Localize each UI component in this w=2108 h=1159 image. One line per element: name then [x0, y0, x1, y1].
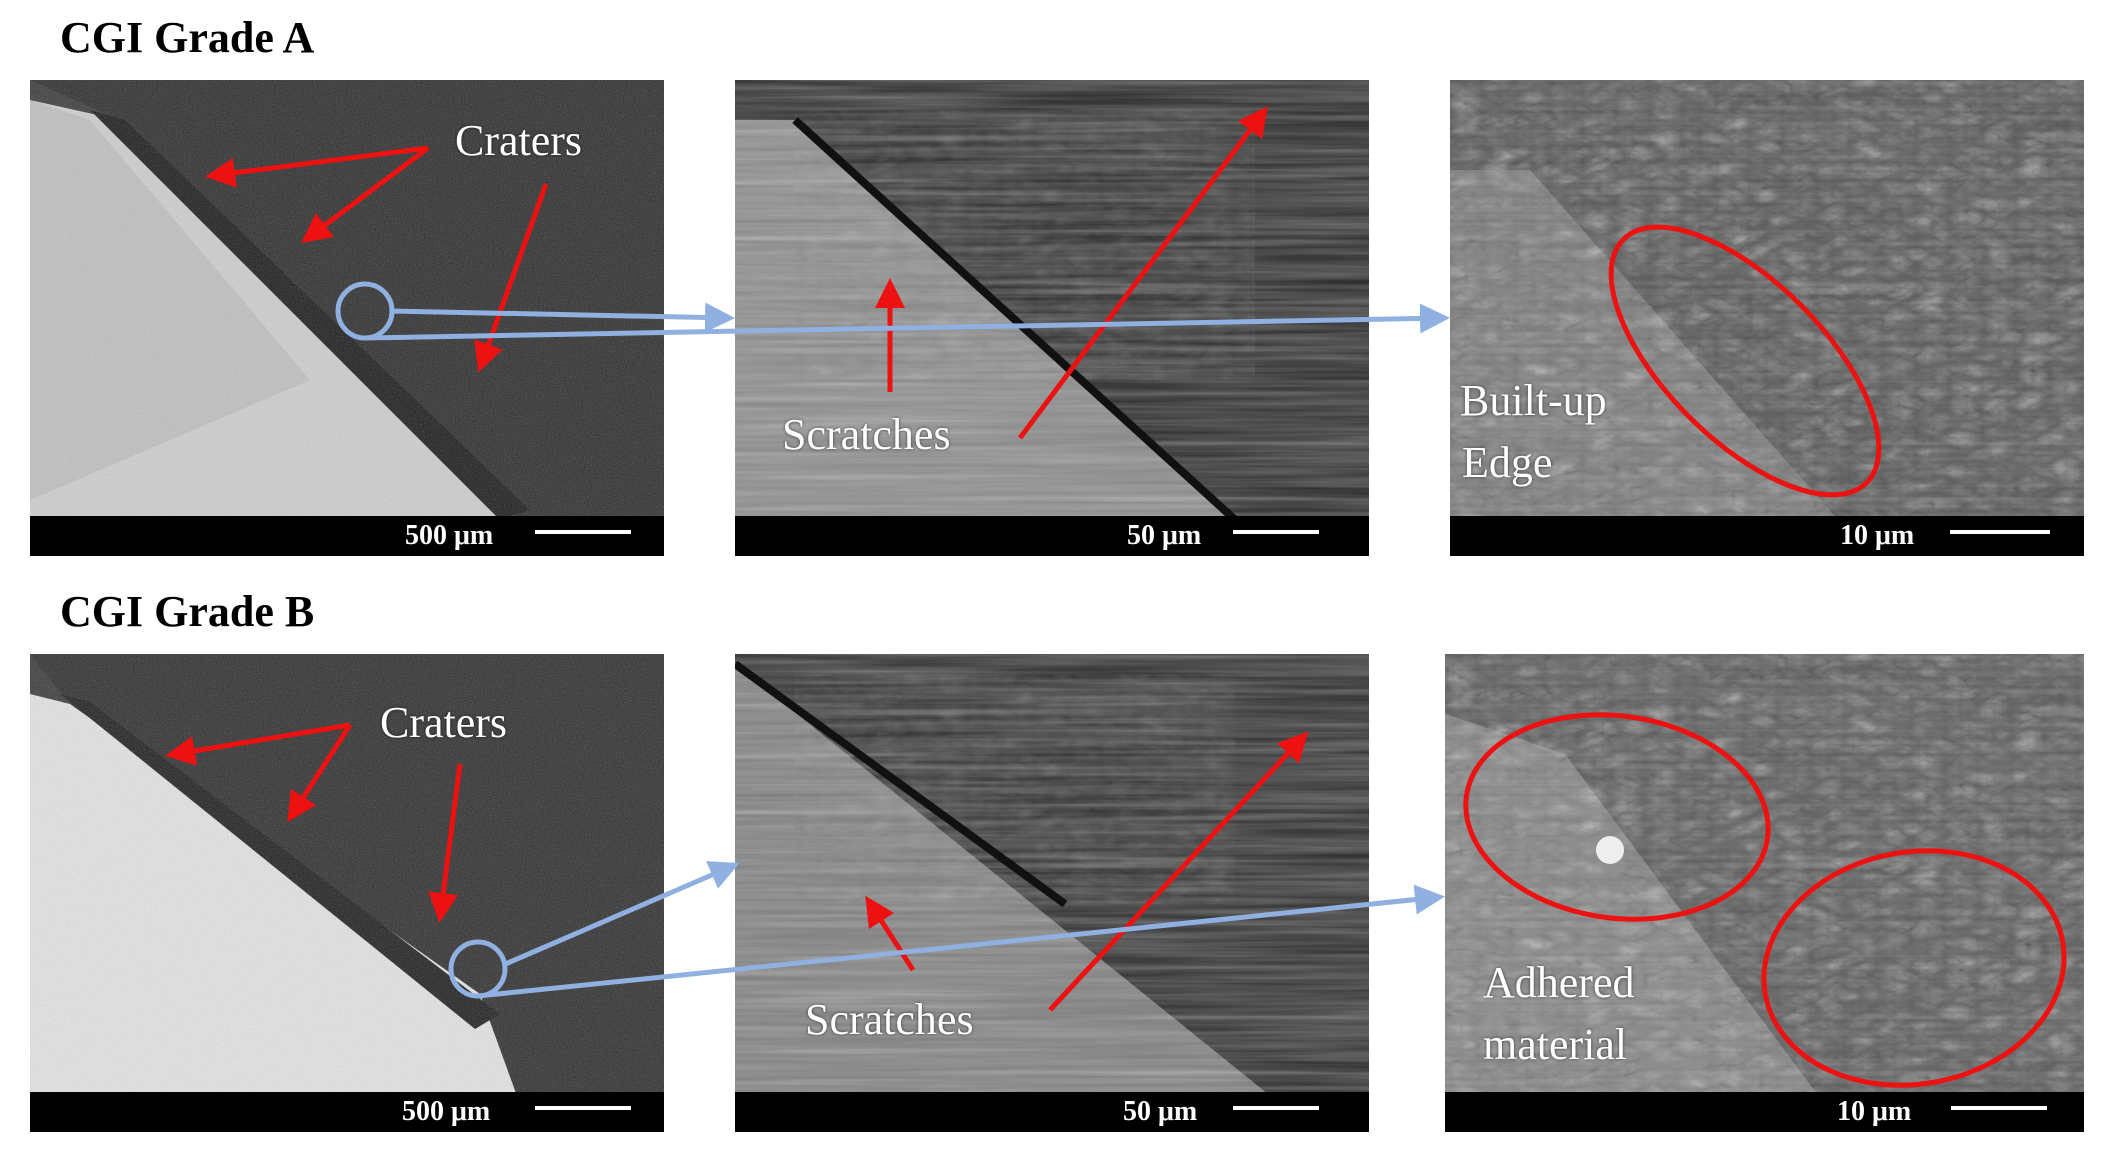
- sem-micrograph: [735, 80, 1369, 556]
- scratches-label-a: Scratches: [782, 410, 951, 459]
- built-up-edge-label-line2: Edge: [1462, 438, 1553, 487]
- scalebar-strip: [1445, 1092, 2084, 1132]
- scalebar-strip: [735, 516, 1369, 556]
- sem-image-grade-a-50um: 50 μm: [735, 80, 1369, 556]
- sem-micrograph: [30, 654, 664, 1132]
- scalebar-strip: [30, 1092, 664, 1132]
- scale-text: 50 μm: [1127, 520, 1202, 551]
- sem-micrograph: [735, 654, 1369, 1132]
- sem-image-grade-b-500um: 500 μm: [30, 654, 664, 1132]
- craters-label-a: Craters: [455, 116, 583, 165]
- built-up-edge-label-line1: Built-up: [1460, 376, 1607, 425]
- scale-bar: [1950, 530, 2050, 534]
- scale-text: 500 μm: [402, 1096, 491, 1127]
- scale-text: 10 μm: [1837, 1096, 1912, 1127]
- grade-a-title: CGI Grade A: [60, 13, 315, 62]
- sem-image-grade-b-50um: 50 μm: [735, 654, 1369, 1132]
- scalebar-strip: [30, 516, 664, 556]
- scale-text: 500 μm: [405, 520, 494, 551]
- scale-bar: [1951, 1106, 2047, 1110]
- scale-bar: [1233, 530, 1319, 534]
- adhered-material-label-line2: material: [1483, 1020, 1628, 1069]
- scale-bar: [1233, 1106, 1319, 1110]
- scale-bar: [535, 530, 631, 534]
- scale-text: 10 μm: [1840, 520, 1915, 551]
- scale-bar: [535, 1106, 631, 1110]
- scalebar-strip: [735, 1092, 1369, 1132]
- craters-label-b: Craters: [380, 698, 508, 747]
- scratches-label-b: Scratches: [805, 995, 974, 1044]
- scalebar-strip: [1450, 516, 2084, 556]
- scale-text: 50 μm: [1123, 1096, 1198, 1127]
- grade-b-title: CGI Grade B: [60, 587, 315, 636]
- adhered-material-label-line1: Adhered: [1483, 958, 1635, 1007]
